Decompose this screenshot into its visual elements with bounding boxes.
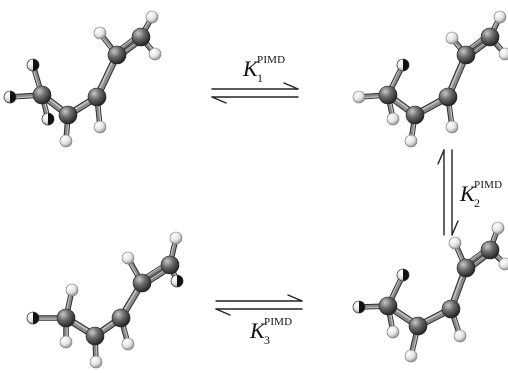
k3-subscript: 3 <box>264 333 270 347</box>
atoms <box>352 221 508 363</box>
k1-superscript: PIMD <box>257 54 286 66</box>
carbon-atom <box>456 258 476 278</box>
k3-label: K PIMD 3 <box>250 317 292 347</box>
hydrogen-atom <box>445 120 459 134</box>
hydrogen-atom <box>386 112 400 126</box>
hydrogen-atom <box>448 236 462 250</box>
molecule-2 <box>352 10 508 148</box>
molecule-4 <box>352 221 508 363</box>
carbon-atom <box>438 87 458 107</box>
hydrogen-atom <box>445 31 459 45</box>
molecules-layer <box>3 10 508 369</box>
k2-superscript: PIMD <box>474 179 503 191</box>
hydrogen-atom <box>148 47 162 61</box>
k1-label: K PIMD 1 <box>243 55 285 85</box>
deuterium-atom <box>352 300 366 314</box>
hydrogen-atom <box>59 335 73 349</box>
carbon-atom <box>111 308 131 328</box>
carbon-atom <box>480 27 500 47</box>
hydrogen-atom <box>498 257 508 271</box>
deuterium-atom <box>396 58 410 72</box>
k3-superscript: PIMD <box>264 316 293 328</box>
deuterium-atom <box>396 268 410 282</box>
carbon-atom <box>56 308 76 328</box>
hydrogen-atom <box>65 283 79 297</box>
molecule-1 <box>3 10 162 148</box>
hydrogen-atom <box>498 47 508 61</box>
carbon-atom <box>58 105 78 125</box>
hydrogen-atom <box>93 26 107 40</box>
k3-symbol: K <box>250 318 265 343</box>
hydrogen-atom <box>352 90 366 104</box>
deuterium-atom <box>3 90 17 104</box>
hydrogen-atom <box>89 355 103 369</box>
deuterium-atom <box>26 58 40 72</box>
carbon-atom <box>85 326 105 346</box>
equilibrium-arrow-k3 <box>215 294 303 316</box>
carbon-atom <box>408 316 428 336</box>
hydrogen-atom <box>493 10 507 24</box>
atoms <box>3 10 162 148</box>
carbon-atom <box>441 299 461 319</box>
hydrogen-atom <box>453 329 467 343</box>
deuterium-atom <box>170 274 184 288</box>
hydrogen-atom <box>491 221 505 235</box>
hydrogen-atom <box>404 349 418 363</box>
carbon-atom <box>87 87 107 107</box>
carbon-atom <box>480 240 500 260</box>
hydrogen-atom <box>121 337 135 351</box>
arrows-layer <box>211 82 459 316</box>
deuterium-atom <box>26 311 40 325</box>
hydrogen-atom <box>386 325 400 339</box>
hydrogen-atom <box>93 120 107 134</box>
molecule-3 <box>26 231 184 369</box>
hydrogen-atom <box>404 134 418 148</box>
carbon-atom <box>456 45 476 65</box>
atoms <box>26 231 184 369</box>
k2-subscript: 2 <box>474 196 480 210</box>
carbon-atom <box>132 273 152 293</box>
equilibrium-arrow-k2 <box>437 149 459 236</box>
hydrogen-atom <box>59 134 73 148</box>
carbon-atom <box>378 85 398 105</box>
hydrogen-atom <box>121 251 135 265</box>
deuterium-atom <box>41 112 55 126</box>
k1-subscript: 1 <box>257 71 263 85</box>
k2-label: K PIMD 2 <box>460 180 502 210</box>
k2-symbol: K <box>460 181 475 206</box>
carbon-atom <box>378 296 398 316</box>
equilibrium-arrow-k1 <box>211 82 299 104</box>
hydrogen-atom <box>145 10 159 24</box>
carbon-atom <box>131 27 151 47</box>
carbon-atom <box>160 255 180 275</box>
carbon-atom <box>107 45 127 65</box>
atoms <box>352 10 508 148</box>
k1-symbol: K <box>243 56 258 81</box>
bonds <box>30 235 180 365</box>
hydrogen-atom <box>169 231 183 245</box>
carbon-atom <box>32 85 52 105</box>
carbon-atom <box>405 105 425 125</box>
